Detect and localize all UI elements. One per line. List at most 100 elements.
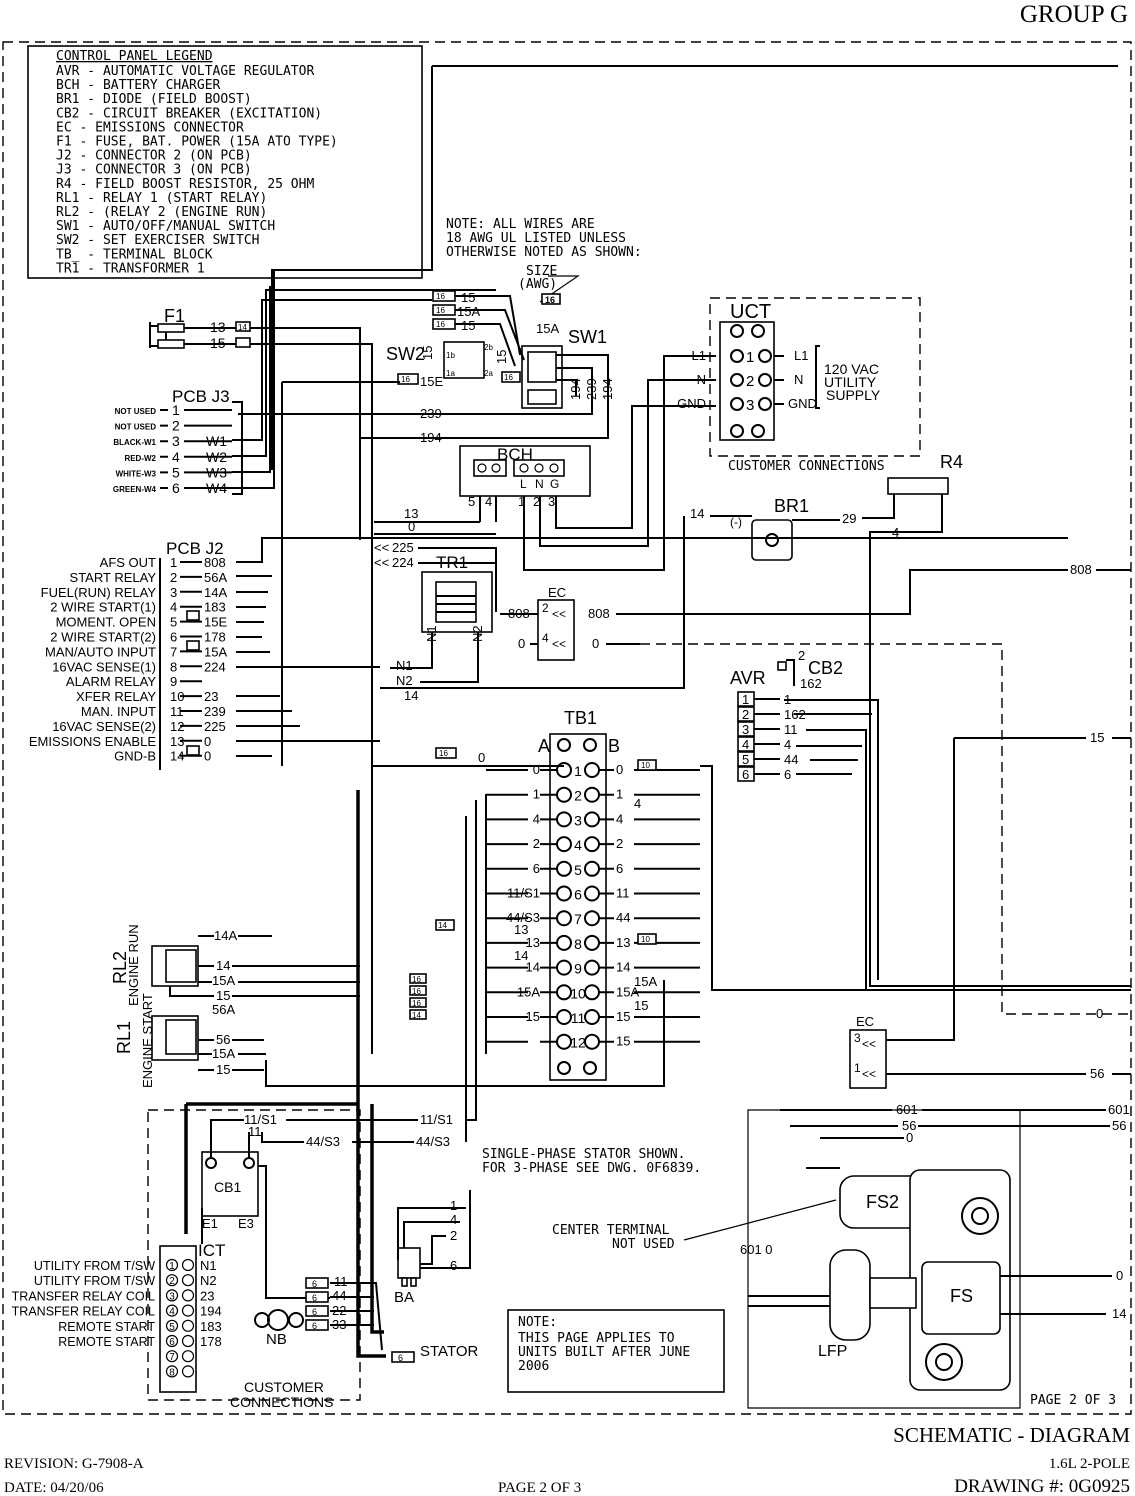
svg-text:15A: 15A — [212, 973, 235, 988]
svg-text:56: 56 — [216, 1032, 230, 1047]
svg-text:RL2: RL2 — [110, 951, 130, 984]
switch-sw1[interactable]: SW1 15A 194 239 194 16 16 16 15 15A 15 1… — [238, 290, 615, 439]
tb1-right-wire: 4 — [616, 811, 623, 826]
svg-text:14: 14 — [238, 323, 247, 332]
svg-text:0: 0 — [408, 519, 415, 534]
j2-wire-label: 56A — [204, 570, 227, 585]
diode-br1: BR1 (-) 14 — [380, 496, 840, 689]
svg-text:15: 15 — [216, 1062, 230, 1077]
uct-screw — [758, 397, 772, 411]
ict-terminal-number: 7 — [169, 1352, 175, 1363]
svg-text:15: 15 — [216, 988, 230, 1003]
svg-text:14: 14 — [438, 921, 447, 930]
j2-pin-number: 13 — [170, 734, 184, 749]
ict-label: UTILITY FROM T/SW — [34, 1259, 155, 1273]
svg-text:56: 56 — [1090, 1066, 1104, 1081]
tb1-terminal-number: 1 — [574, 763, 582, 779]
j2-pin-number: 5 — [170, 615, 177, 630]
tb1-right-wire: 11 — [616, 886, 630, 901]
svg-text:BR1: BR1 — [774, 496, 809, 516]
avr-pin-number: 2 — [742, 707, 749, 722]
tb1-left-wire: 4 — [533, 811, 540, 826]
j3-pin-label: BLACK-W1 — [113, 438, 156, 447]
ict-label: TRANSFER RELAY COIL — [12, 1289, 155, 1303]
stator-note: SINGLE-PHASE STATOR SHOWN. FOR 3-PHASE S… — [482, 1147, 701, 1176]
svg-text:16: 16 — [412, 999, 421, 1008]
legend-item: SW1 - AUTO/OFF/MANUAL SWITCH — [56, 219, 275, 234]
svg-text:44: 44 — [332, 1288, 346, 1303]
ict-terminal-number: 6 — [169, 1337, 175, 1348]
ict-terminal — [181, 1304, 195, 1317]
svg-text:4: 4 — [634, 796, 641, 811]
svg-text:14: 14 — [404, 688, 418, 703]
j3-pin-number: 5 — [172, 464, 180, 480]
ict-label: UTILITY FROM T/SW — [34, 1274, 155, 1288]
svg-text:3: 3 — [548, 494, 555, 509]
svg-text:AVR: AVR — [730, 668, 766, 688]
svg-text:16: 16 — [545, 295, 555, 305]
svg-text:STATOR: STATOR — [420, 1343, 479, 1360]
svg-text:162: 162 — [800, 676, 822, 691]
uct-supply-label: N — [794, 372, 803, 387]
j3-wire-label: W3 — [206, 464, 227, 480]
brush-assembly-ba: BA 1 4 2 6 — [394, 1190, 471, 1306]
ict-terminal — [181, 1258, 195, 1272]
svg-text:RL1: RL1 — [114, 1021, 134, 1054]
tb1-terminal-number: 10 — [570, 985, 586, 1001]
svg-text:4: 4 — [485, 494, 492, 509]
tb1-right-wire: 1 — [616, 787, 623, 802]
tb1-right-wire: 0 — [616, 762, 623, 777]
avr-pin-number: 6 — [742, 767, 749, 782]
footer-page: PAGE 2 OF 3 — [498, 1480, 581, 1496]
avr-pin-number: 4 — [742, 737, 749, 752]
j2-pin-number: 12 — [170, 719, 184, 734]
j2-pin-label: 2 WIRE START(2) — [50, 630, 156, 645]
svg-text:N: N — [535, 477, 544, 491]
wire-gauge-note: NOTE: ALL WIRES ARE 18 AWG UL LISTED UNL… — [446, 217, 642, 305]
svg-text:0: 0 — [592, 636, 599, 651]
tb1-terminal-number: 6 — [574, 887, 582, 903]
svg-text:15: 15 — [1090, 730, 1104, 745]
svg-text:56: 56 — [1112, 1118, 1126, 1133]
svg-text:16: 16 — [412, 987, 421, 996]
drawing-border — [2, 41, 1132, 1415]
ict-terminal-number: 2 — [169, 1276, 175, 1287]
svg-text:SUPPLY: SUPPLY — [826, 387, 881, 403]
legend-item: RL1 - RELAY 1 (START RELAY) — [56, 191, 267, 206]
svg-text:14: 14 — [216, 958, 230, 973]
svg-text:2: 2 — [533, 494, 540, 509]
svg-text:2: 2 — [798, 648, 805, 663]
right-harness: 808 15 0 56 — [862, 562, 1131, 1081]
svg-text:1b: 1b — [446, 351, 455, 360]
svg-text:15: 15 — [420, 346, 435, 360]
j2-pin-label: MAN. INPUT — [81, 704, 156, 719]
tb1-terminal-number: 12 — [570, 1035, 586, 1051]
svg-text:4: 4 — [450, 1212, 457, 1227]
uct-terminal-number: 3 — [746, 397, 754, 414]
tb1-terminal-number: 2 — [574, 788, 582, 804]
ict-terminal-number: 4 — [169, 1307, 175, 1318]
j2-pin-number: 2 — [170, 570, 177, 585]
tb1-right-wire: 6 — [616, 861, 623, 876]
resistor-r4: R4 29 4 — [842, 452, 1131, 987]
svg-text:CENTER TERMINAL: CENTER TERMINAL — [552, 1223, 670, 1238]
j3-pin-label: NOT USED — [115, 407, 157, 416]
uct-supply-label: GND — [788, 396, 817, 411]
svg-text:CB1: CB1 — [214, 1179, 241, 1195]
avr-wire-label: 11 — [784, 722, 798, 737]
ict-terminal — [181, 1334, 195, 1348]
tb1-right-wire: 15 — [616, 1034, 630, 1049]
svg-text:11/S1: 11/S1 — [420, 1112, 453, 1127]
legend-item: CB2 - CIRCUIT BREAKER (EXCITATION) — [56, 106, 322, 121]
svg-text:NB: NB — [266, 1331, 287, 1348]
footer-revision: REVISION: G-7908-A — [4, 1456, 144, 1472]
j3-pin-label: GREEN-W4 — [113, 485, 157, 494]
j2-wire-label: 0 — [204, 749, 211, 764]
svg-text:16: 16 — [436, 292, 445, 301]
svg-text:44/S3: 44/S3 — [306, 1134, 340, 1149]
size-label: SIZE — [526, 264, 557, 279]
avr-pin-number: 3 — [742, 722, 749, 737]
svg-text:NOT USED: NOT USED — [612, 1237, 675, 1252]
avr-wire-label: 6 — [784, 767, 791, 782]
